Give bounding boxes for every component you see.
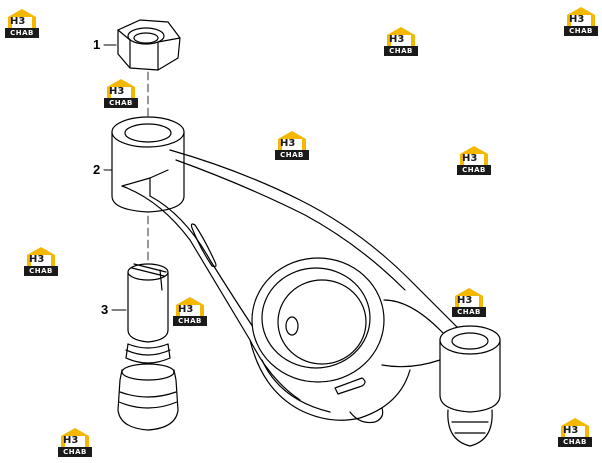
house-logo-icon: [61, 428, 89, 449]
watermark-text: CHAB: [275, 150, 309, 160]
house-logo-icon: [567, 7, 595, 28]
callout-2: 2: [93, 162, 101, 177]
watermark-letters: H3: [457, 295, 473, 306]
watermark-letters: H3: [462, 153, 478, 164]
watermark-letters: H3: [569, 14, 585, 25]
watermark-text: CHAB: [384, 46, 418, 56]
watermark-letters: H3: [109, 86, 125, 97]
house-logo-icon: [27, 247, 55, 268]
watermark-text: CHAB: [452, 307, 486, 317]
watermark-letters: H3: [563, 425, 579, 436]
hex-nut-part: [117, 19, 181, 71]
callout-1: 1: [93, 37, 101, 52]
watermark-letters: H3: [178, 304, 194, 315]
watermark-text: CHAB: [173, 316, 207, 326]
watermark-text: CHAB: [564, 26, 598, 36]
house-logo-icon: [460, 146, 488, 167]
watermark-text: CHAB: [558, 437, 592, 447]
house-logo-icon: [387, 27, 415, 48]
callout-3: 3: [101, 302, 109, 317]
watermark-text: CHAB: [24, 266, 58, 276]
house-logo-icon: [455, 288, 483, 309]
house-logo-icon: [278, 131, 306, 152]
rocker-arm-part: [111, 116, 501, 447]
watermark-letters: H3: [389, 34, 405, 45]
house-logo-icon: [8, 9, 36, 30]
watermark-text: CHAB: [457, 165, 491, 175]
watermark-letters: H3: [29, 254, 45, 265]
watermark-text: CHAB: [58, 447, 92, 457]
house-logo-icon: [176, 297, 204, 318]
watermark-letters: H3: [280, 138, 296, 149]
watermark-letters: H3: [10, 16, 26, 27]
adjusting-screw-part: [117, 263, 179, 431]
watermark-letters: H3: [63, 435, 79, 446]
watermark-text: CHAB: [104, 98, 138, 108]
watermark-text: CHAB: [5, 28, 39, 38]
house-logo-icon: [107, 79, 135, 100]
house-logo-icon: [561, 418, 589, 439]
